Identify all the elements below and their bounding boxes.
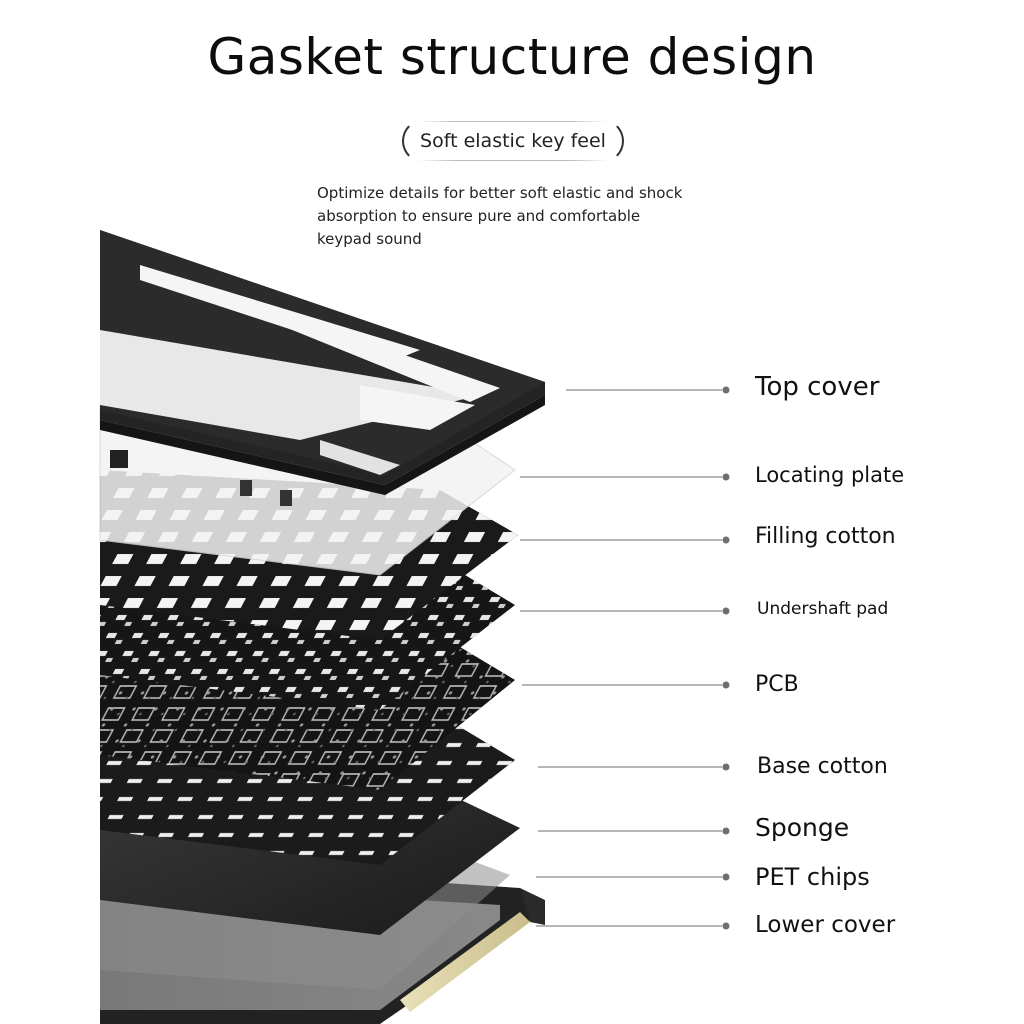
feature-badge: Soft elastic key feel <box>402 119 624 163</box>
label-lower-cover: Lower cover <box>755 912 896 938</box>
label-pet-chips: PET chips <box>755 863 870 891</box>
leader-lines <box>520 389 722 927</box>
top-cover-layer <box>100 230 545 495</box>
label-filling-cotton: Filling cotton <box>755 524 896 549</box>
label-pcb: PCB <box>755 672 799 697</box>
label-top-cover: Top cover <box>755 372 880 402</box>
label-locating-plate: Locating plate <box>755 463 905 487</box>
feature-description: Optimize details for better soft elastic… <box>317 184 683 248</box>
label-undershaft-pad: Undershaft pad <box>757 599 889 619</box>
label-base-cotton: Base cotton <box>757 754 888 779</box>
leader-dots <box>722 386 730 930</box>
page-title: Gasket structure design <box>207 28 817 86</box>
label-sponge: Sponge <box>755 813 850 842</box>
